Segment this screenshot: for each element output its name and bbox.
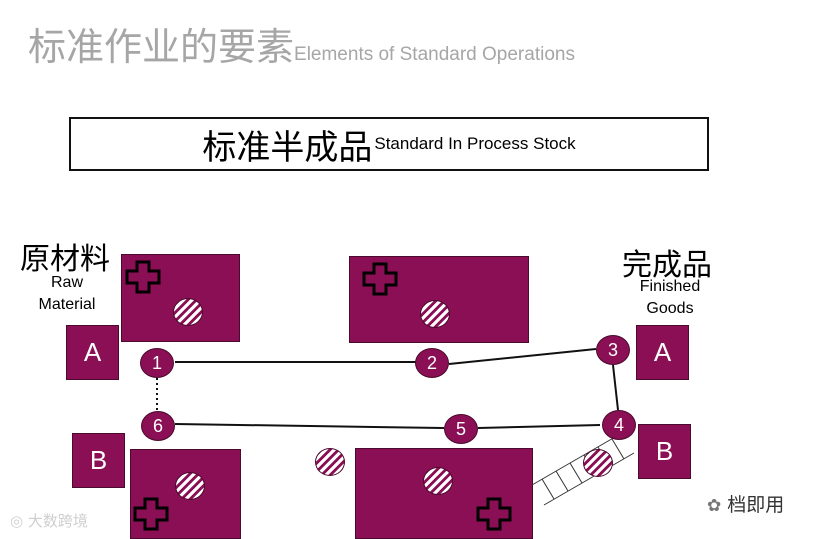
wip-stock	[173, 298, 203, 326]
cross-icon	[362, 262, 398, 296]
finished-label-en-line2: Goods	[646, 300, 694, 317]
watermark-left: ◎ 大数跨境	[10, 510, 88, 531]
machine-2	[349, 256, 529, 343]
watermark-left-text: 大数跨境	[27, 512, 88, 530]
station-2: 2	[415, 348, 449, 378]
raw-label-en-line1: Raw	[50, 274, 83, 291]
conveyor-ladder	[531, 432, 635, 506]
finished-label-en: Finished Goods	[615, 276, 725, 320]
banner-zh: 标准半成品	[202, 127, 373, 168]
raw-buffer-b: B	[72, 433, 125, 488]
cross-icon	[125, 260, 161, 294]
cross-icon	[476, 497, 512, 531]
cross-icon	[133, 497, 169, 531]
raw-label-en: Raw Material	[12, 272, 122, 316]
banner-en: Standard In Process Stock	[374, 134, 576, 153]
station-4: 4	[602, 410, 636, 440]
title-en: Elements of Standard Operations	[294, 44, 575, 65]
wip-stock	[420, 300, 450, 328]
line-4-5	[477, 424, 601, 429]
station-3: 3	[596, 335, 630, 365]
wip-stock	[175, 472, 205, 500]
wip-stock	[315, 448, 345, 476]
station-5: 5	[444, 414, 478, 444]
raw-label-zh: 原材料	[20, 242, 110, 277]
finished-buffer-b: B	[638, 424, 691, 479]
page-title: 标准作业的要素Elements of Standard Operations	[28, 16, 575, 71]
station-1: 1	[140, 348, 174, 378]
watermark-right: ✿ 档即用	[707, 490, 784, 517]
watermark-right-text: 档即用	[727, 494, 785, 516]
line-3-4	[612, 364, 619, 411]
line-5-6	[174, 423, 445, 429]
raw-buffer-a: A	[66, 325, 119, 380]
wip-stock	[423, 467, 453, 495]
station-6: 6	[141, 411, 175, 441]
finished-label-en-line1: Finished	[639, 278, 701, 295]
line-2-3	[448, 348, 597, 365]
raw-label-en-line2: Material	[38, 296, 96, 313]
finished-buffer-a: A	[636, 325, 689, 380]
logo-icon: ◎	[10, 512, 24, 530]
machine-1	[121, 254, 240, 342]
title-zh: 标准作业的要素	[28, 25, 295, 69]
finished-label-zh: 完成品	[622, 248, 712, 283]
wechat-icon: ✿	[707, 496, 722, 516]
wip-stock	[583, 449, 613, 477]
